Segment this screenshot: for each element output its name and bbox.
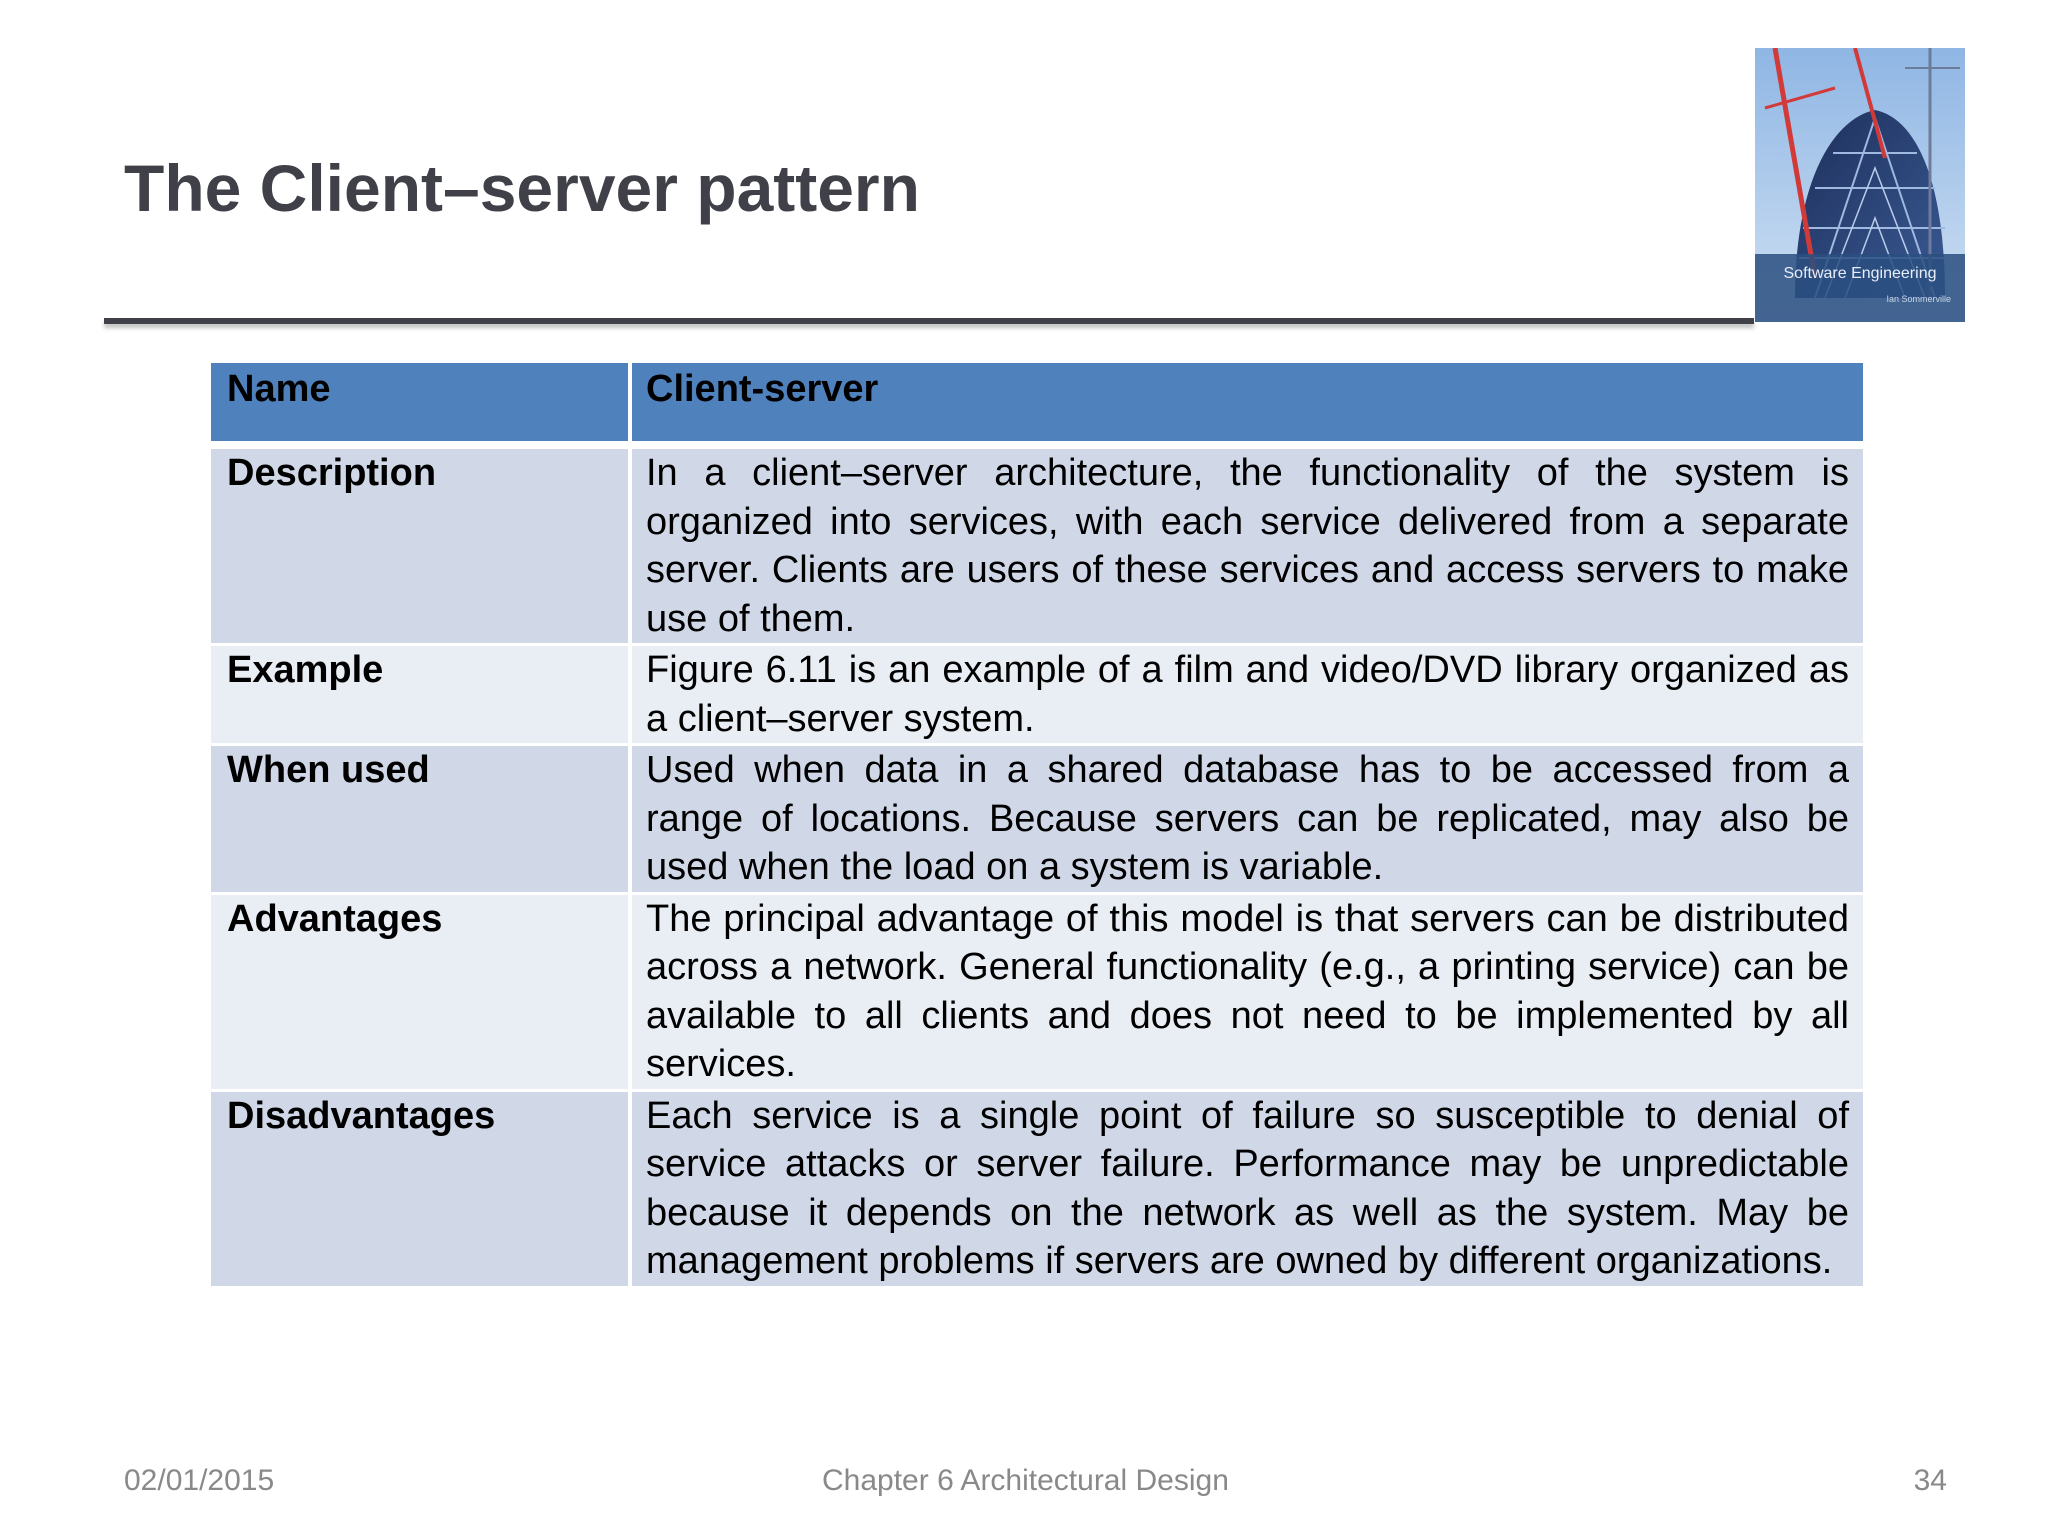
row-value-example: Figure 6.11 is an example of a film and … (630, 644, 1863, 746)
table-row: When used Used when data in a shared dat… (211, 744, 1863, 895)
table-header-row: Name Client-server (211, 363, 1863, 449)
row-label-advantages: Advantages (211, 893, 632, 1092)
footer-page-number: 34 (1913, 1464, 1947, 1497)
cover-title-text: Software Engineering (1784, 265, 1937, 282)
footer-chapter: Chapter 6 Architectural Design (822, 1464, 1229, 1497)
row-label-description: Description (211, 445, 632, 646)
table-row: Example Figure 6.11 is an example of a f… (211, 644, 1863, 746)
row-value-disadvantages: Each service is a single point of failur… (630, 1090, 1863, 1286)
row-label-when-used: When used (211, 744, 632, 895)
header-value-cell: Client-server (630, 363, 1863, 449)
row-label-example: Example (211, 644, 632, 746)
row-value-advantages: The principal advantage of this model is… (630, 893, 1863, 1092)
row-value-description: In a client–server architecture, the fun… (630, 445, 1863, 646)
pattern-table: Name Client-server Description In a clie… (211, 363, 1863, 1286)
table-row: Disadvantages Each service is a single p… (211, 1090, 1863, 1286)
row-label-disadvantages: Disadvantages (211, 1090, 632, 1286)
table-row: Description In a client–server architect… (211, 445, 1863, 646)
cover-author-text: Ian Sommerville (1886, 294, 1951, 304)
title-divider (104, 318, 1754, 324)
row-value-when-used: Used when data in a shared database has … (630, 744, 1863, 895)
book-cover-image: Software Engineering Ian Sommerville (1755, 48, 1965, 322)
footer-date: 02/01/2015 (124, 1464, 275, 1497)
table-row: Advantages The principal advantage of th… (211, 893, 1863, 1092)
slide-title: The Client–server pattern (124, 151, 920, 225)
header-label-cell: Name (211, 363, 632, 449)
